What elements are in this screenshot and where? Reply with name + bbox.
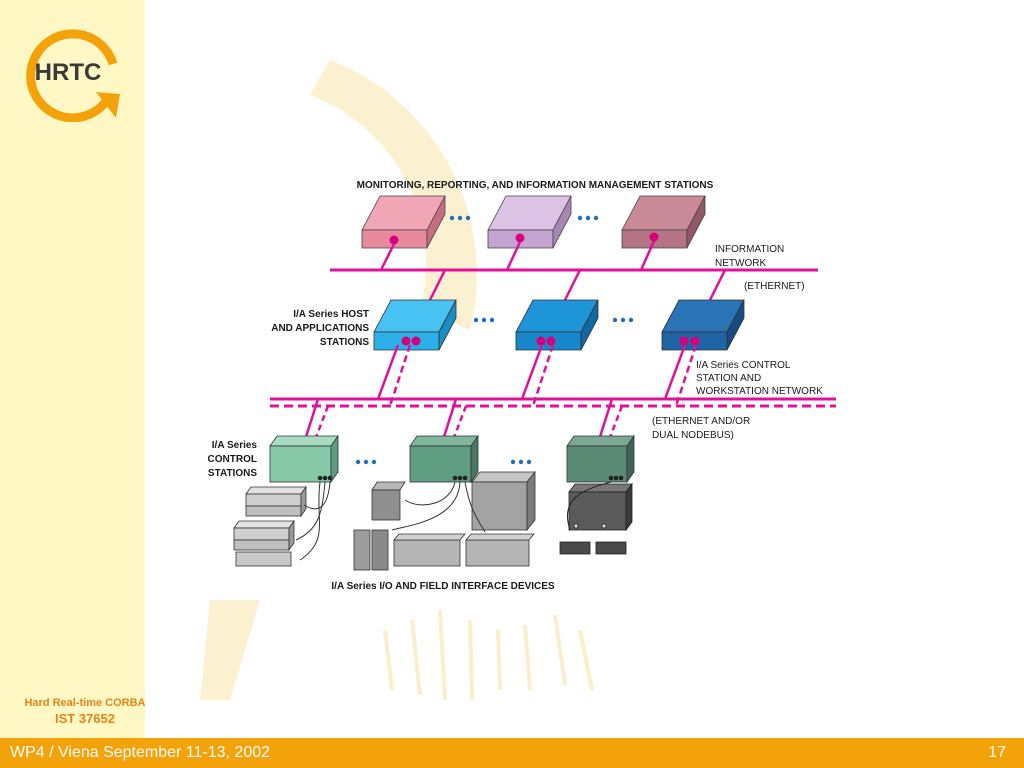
host-station-1 (373, 299, 457, 351)
sidebar-panel (0, 0, 145, 738)
background-watermark (200, 60, 594, 701)
field-devices-group-1 (233, 481, 331, 567)
diagram-title-bottom: I/A Series I/O AND FIELD INTERFACE DEVIC… (331, 581, 555, 592)
control-network-label-5: DUAL NODEBUS) (652, 430, 734, 441)
field-devices-group-3 (559, 481, 633, 555)
host-stations-label-3: STATIONS (320, 337, 369, 348)
footer-event-text: WP4 / Viena September 11-13, 2002 (10, 744, 271, 761)
control-stations-label-2: CONTROL (208, 454, 257, 465)
monitoring-station-3 (621, 195, 706, 249)
hrtc-logo: HRTC (26, 29, 120, 122)
host-station-2 (515, 299, 599, 351)
sidebar-project-info: Hard Real-time CORBA IST 37652 (0, 697, 170, 726)
network-diagram: MONITORING, REPORTING, AND INFORMATION M… (208, 180, 836, 592)
monitoring-station-1 (361, 195, 446, 249)
control-network-label-3: WORKSTATION NETWORK (696, 386, 823, 397)
control-stations-label-1: I/A Series (212, 440, 258, 451)
project-id: IST 37652 (55, 711, 115, 726)
logo-text: HRTC (35, 59, 102, 86)
footer-bar: WP4 / Viena September 11-13, 2002 17 (0, 738, 1024, 768)
host-stations-label-2: AND APPLICATIONS (271, 323, 369, 334)
host-stations-label-1: I/A Series HOST (293, 309, 369, 320)
info-network-label-1: INFORMATION (715, 244, 784, 255)
host-station-3 (661, 299, 745, 351)
monitoring-station-2 (487, 195, 572, 249)
field-devices-group-2 (353, 470, 536, 571)
control-network-label-4: (ETHERNET AND/OR (652, 416, 750, 427)
page-number: 17 (988, 744, 1006, 761)
control-station-1 (269, 434, 339, 484)
project-name: Hard Real-time CORBA (24, 697, 146, 709)
info-network-label-2: NETWORK (715, 258, 766, 269)
info-network-label-3: (ETHERNET) (744, 281, 805, 292)
diagram-title-top: MONITORING, REPORTING, AND INFORMATION M… (357, 180, 714, 191)
control-station-2 (409, 434, 479, 484)
control-station-3 (566, 434, 635, 484)
control-stations-label-3: STATIONS (208, 468, 257, 479)
control-network-label-2: STATION AND (696, 373, 761, 384)
control-network-label-1: I/A Series CONTROL (696, 360, 791, 371)
